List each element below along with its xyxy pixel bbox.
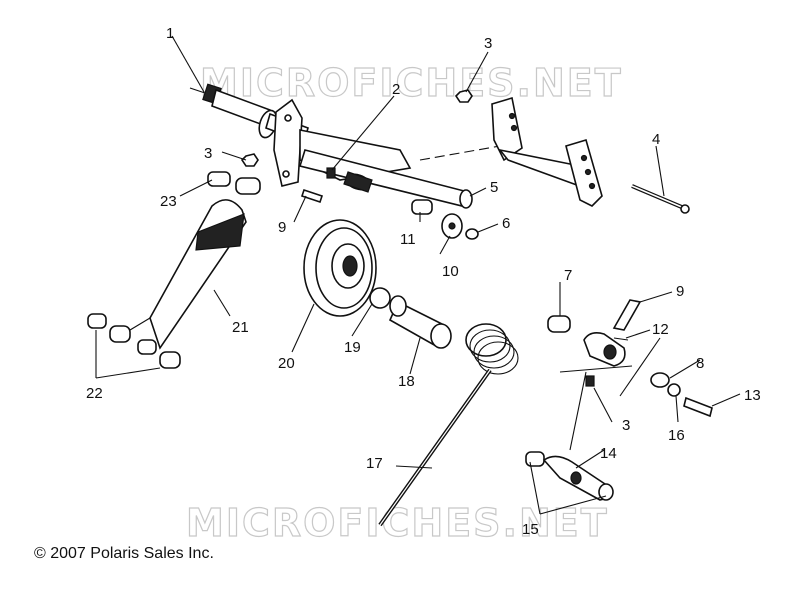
callout-21: 21	[232, 319, 249, 336]
wheel-hub-10	[441, 213, 463, 239]
idler-wheel	[303, 219, 377, 317]
callout-9-lower: 9	[676, 283, 684, 300]
callout-14: 14	[600, 445, 617, 462]
o-ring	[369, 287, 391, 309]
callout-11: 11	[400, 231, 416, 248]
bushing-7	[547, 315, 571, 333]
callout-15: 15	[522, 521, 539, 538]
callout-19: 19	[344, 339, 361, 356]
bolt-13	[683, 396, 713, 418]
cross-tube	[298, 129, 473, 209]
bushings-upper	[207, 171, 261, 195]
callout-9-upper: 9	[278, 219, 286, 236]
right-bracket	[491, 96, 603, 207]
callout-3-left: 3	[204, 145, 212, 162]
set-screw	[585, 375, 595, 387]
swing-arm	[119, 199, 247, 350]
callout-12: 12	[652, 321, 669, 338]
callout-18: 18	[398, 373, 415, 390]
bolt-upper	[300, 188, 324, 204]
washer-16	[667, 383, 681, 397]
callout-16: 16	[668, 427, 685, 444]
callout-1: 1	[166, 25, 174, 42]
callout-2: 2	[392, 81, 400, 98]
callout-8: 8	[696, 355, 704, 372]
axle-bracket-plate	[273, 98, 303, 187]
watermark-top: MICROFICHES.NET	[200, 61, 623, 105]
long-bolt	[631, 184, 690, 214]
pivot-cap	[583, 332, 626, 367]
nut-left	[240, 153, 259, 167]
callout-5: 5	[490, 179, 498, 196]
snap-ring-6	[465, 228, 479, 240]
bolt-9-lower	[612, 299, 642, 331]
washer-8	[650, 372, 670, 388]
callout-3-lower: 3	[622, 417, 630, 434]
callout-23: 23	[160, 193, 177, 210]
callout-20: 20	[278, 355, 295, 372]
callouts: 1 2 3 3 3 4 5 6 7 8 9 9 10 11 12 13 14 1…	[86, 25, 761, 538]
callout-4: 4	[652, 131, 660, 148]
bushings-lower	[87, 313, 181, 369]
nut-top	[454, 89, 473, 103]
watermark-bottom: MICROFICHES.NET	[186, 501, 609, 545]
sleeve	[388, 295, 452, 349]
grease-fitting	[326, 167, 336, 179]
callout-6: 6	[502, 215, 510, 232]
callout-10: 10	[442, 263, 459, 280]
leader-lines	[95, 35, 741, 515]
torsion-spring	[378, 323, 519, 527]
callout-7: 7	[564, 267, 572, 284]
callout-3-top: 3	[484, 35, 492, 52]
copyright-text: © 2007 Polaris Sales Inc.	[34, 545, 214, 562]
callout-17: 17	[366, 455, 383, 472]
bushing-11	[411, 199, 433, 215]
callout-13: 13	[744, 387, 761, 404]
callout-22: 22	[86, 385, 103, 402]
